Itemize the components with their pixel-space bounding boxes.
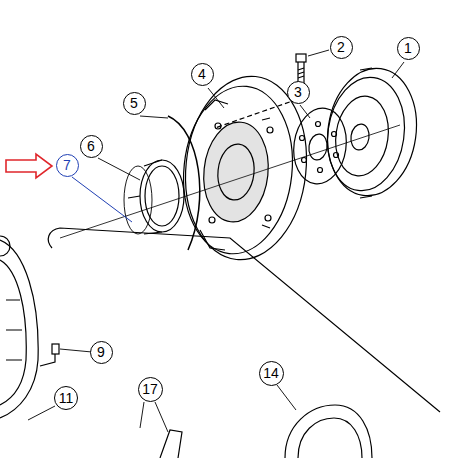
pulley xyxy=(320,62,425,201)
leader-line xyxy=(72,177,132,222)
callout-text: 11 xyxy=(59,391,74,405)
callout-text: 6 xyxy=(87,139,95,153)
callout-text: 4 xyxy=(198,67,206,81)
snap-ring xyxy=(168,116,200,250)
callout-number: 11 xyxy=(54,386,78,410)
callout-text: 7 xyxy=(63,158,71,172)
callout-number: 4 xyxy=(191,63,214,86)
compressor-body xyxy=(0,236,38,418)
callout-text: 1 xyxy=(404,41,412,55)
callout-number: 9 xyxy=(90,341,113,364)
coil-housing xyxy=(176,70,316,266)
bearing-ring xyxy=(124,160,184,234)
callout-text: 17 xyxy=(142,382,158,396)
callout-text: 5 xyxy=(130,96,138,110)
wire-connector xyxy=(40,344,59,366)
callout-number: 1 xyxy=(397,37,420,60)
callout-text: 14 xyxy=(263,366,279,380)
fitting-part xyxy=(160,430,182,458)
pointer-arrow xyxy=(6,154,52,178)
callout-number: 5 xyxy=(123,92,146,115)
callout-number: 3 xyxy=(287,81,310,104)
callout-number: 14 xyxy=(259,361,284,386)
gear-part xyxy=(285,405,372,458)
callout-text: 2 xyxy=(337,40,345,54)
group-outline xyxy=(48,228,440,412)
callout-number: 6 xyxy=(80,135,103,158)
leader-lines xyxy=(28,50,404,432)
callout-text: 3 xyxy=(294,85,302,99)
callout-number: 2 xyxy=(330,36,353,59)
callout-text: 9 xyxy=(97,345,105,359)
callout-number: 7 xyxy=(56,154,79,177)
callout-number: 17 xyxy=(138,377,163,402)
clutch-plate xyxy=(289,105,351,187)
